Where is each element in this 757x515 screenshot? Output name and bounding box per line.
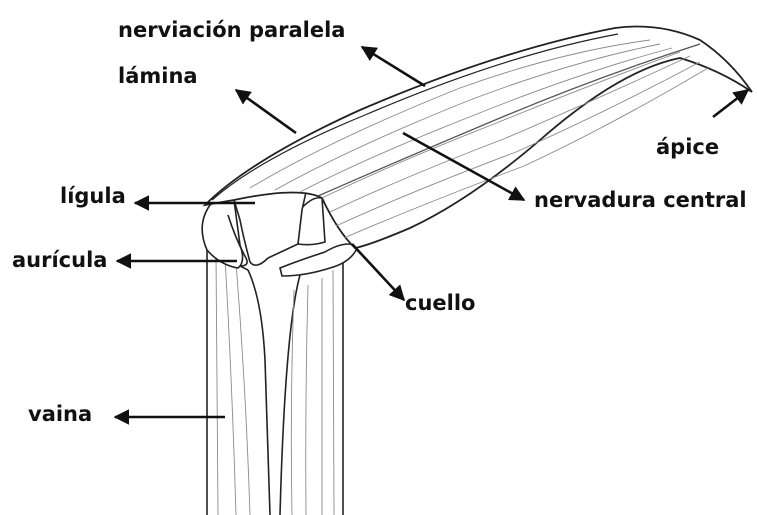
arrow-apice — [713, 90, 748, 117]
label-nervadura-central: nervadura central — [534, 190, 747, 211]
arrow-cuello — [352, 244, 404, 300]
label-apice: ápice — [656, 137, 719, 158]
sheath-veins — [216, 255, 334, 515]
label-nerviacion-paralela: nerviación paralela — [118, 20, 345, 41]
label-auricula: aurícula — [12, 250, 107, 271]
label-ligula: lígula — [60, 186, 126, 207]
sheath — [207, 250, 343, 515]
arrow-nerviacion — [362, 47, 425, 86]
label-vaina: vaina — [28, 404, 92, 425]
label-lamina: lámina — [118, 66, 198, 87]
arrow-lamina — [236, 90, 296, 133]
label-cuello: cuello — [405, 293, 475, 314]
